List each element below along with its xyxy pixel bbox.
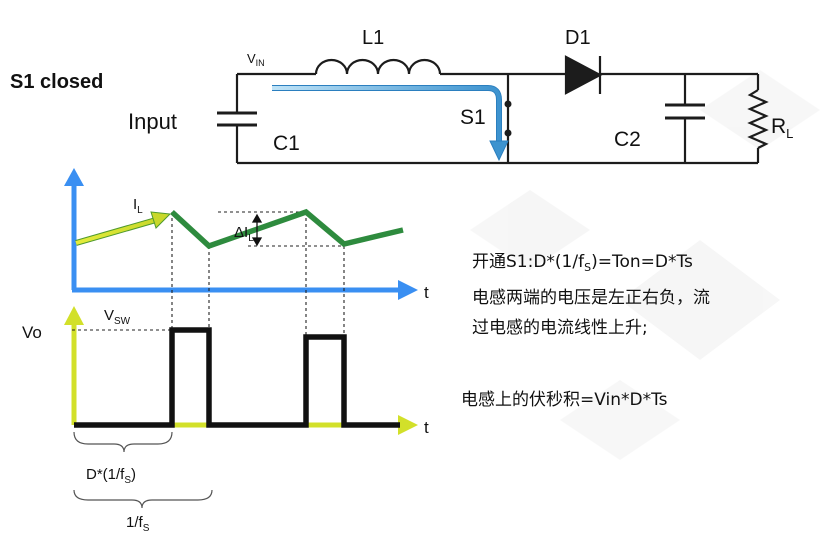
background-pattern (470, 70, 820, 460)
current-y-axis-arrowhead (64, 168, 84, 186)
label-il: IL (133, 196, 143, 216)
label-vsw: VSW (104, 307, 131, 327)
current-graph: t IL ΔIL (64, 168, 429, 337)
label-l1: L1 (362, 27, 384, 49)
inductor-l1 (314, 58, 442, 75)
brace-period (73, 489, 213, 509)
voltage-t-label: t (424, 418, 429, 437)
current-flow-arrow (272, 85, 509, 162)
current-t-label: t (424, 283, 429, 302)
label-s1: S1 (460, 106, 486, 129)
title-s1-closed: S1 closed (10, 71, 103, 93)
label-period: 1/fS (126, 514, 150, 534)
capacitor-c2 (665, 103, 705, 120)
voltage-y-axis-arrowhead (64, 306, 84, 325)
label-c2: C2 (614, 128, 641, 151)
note-current-rise: 过电感的电流线性上升; (472, 318, 648, 338)
label-d1: D1 (565, 27, 591, 49)
switch-voltage-waveform (74, 327, 400, 428)
current-x-axis-arrowhead (398, 280, 418, 300)
brace-duty (73, 431, 173, 453)
guide-lines (171, 211, 345, 337)
label-vo: Vo (22, 323, 42, 342)
diode-d1 (564, 55, 603, 95)
label-delta-il: ΔIL (234, 224, 254, 244)
label-vin: VIN (247, 51, 265, 68)
voltage-graph: t Vo VSW (22, 306, 429, 437)
label-c1: C1 (273, 132, 300, 155)
note-volt-second: 电感上的伏秒积=Vin*D*Ts (461, 390, 668, 410)
voltage-x-axis-arrowhead (398, 415, 418, 435)
inductor-current-waveform (170, 208, 404, 250)
resistor-rl (747, 89, 769, 149)
capacitor-c1 (217, 111, 257, 127)
label-duty-time: D*(1/fS) (86, 466, 136, 486)
label-rl: RL (771, 115, 793, 141)
label-input: Input (128, 109, 177, 134)
il-rising-arrow (75, 211, 172, 246)
junction-dot-lower (504, 129, 512, 137)
junction-dot-upper (504, 100, 512, 108)
circuit (217, 55, 769, 165)
note-voltage-polarity: 电感两端的电压是左正右负，流 (472, 288, 710, 308)
timing-braces (73, 431, 213, 509)
delta-il-marker (251, 213, 263, 247)
note-ton: 开通S1:D*(1/fS)=Ton=D*Ts (472, 252, 693, 274)
